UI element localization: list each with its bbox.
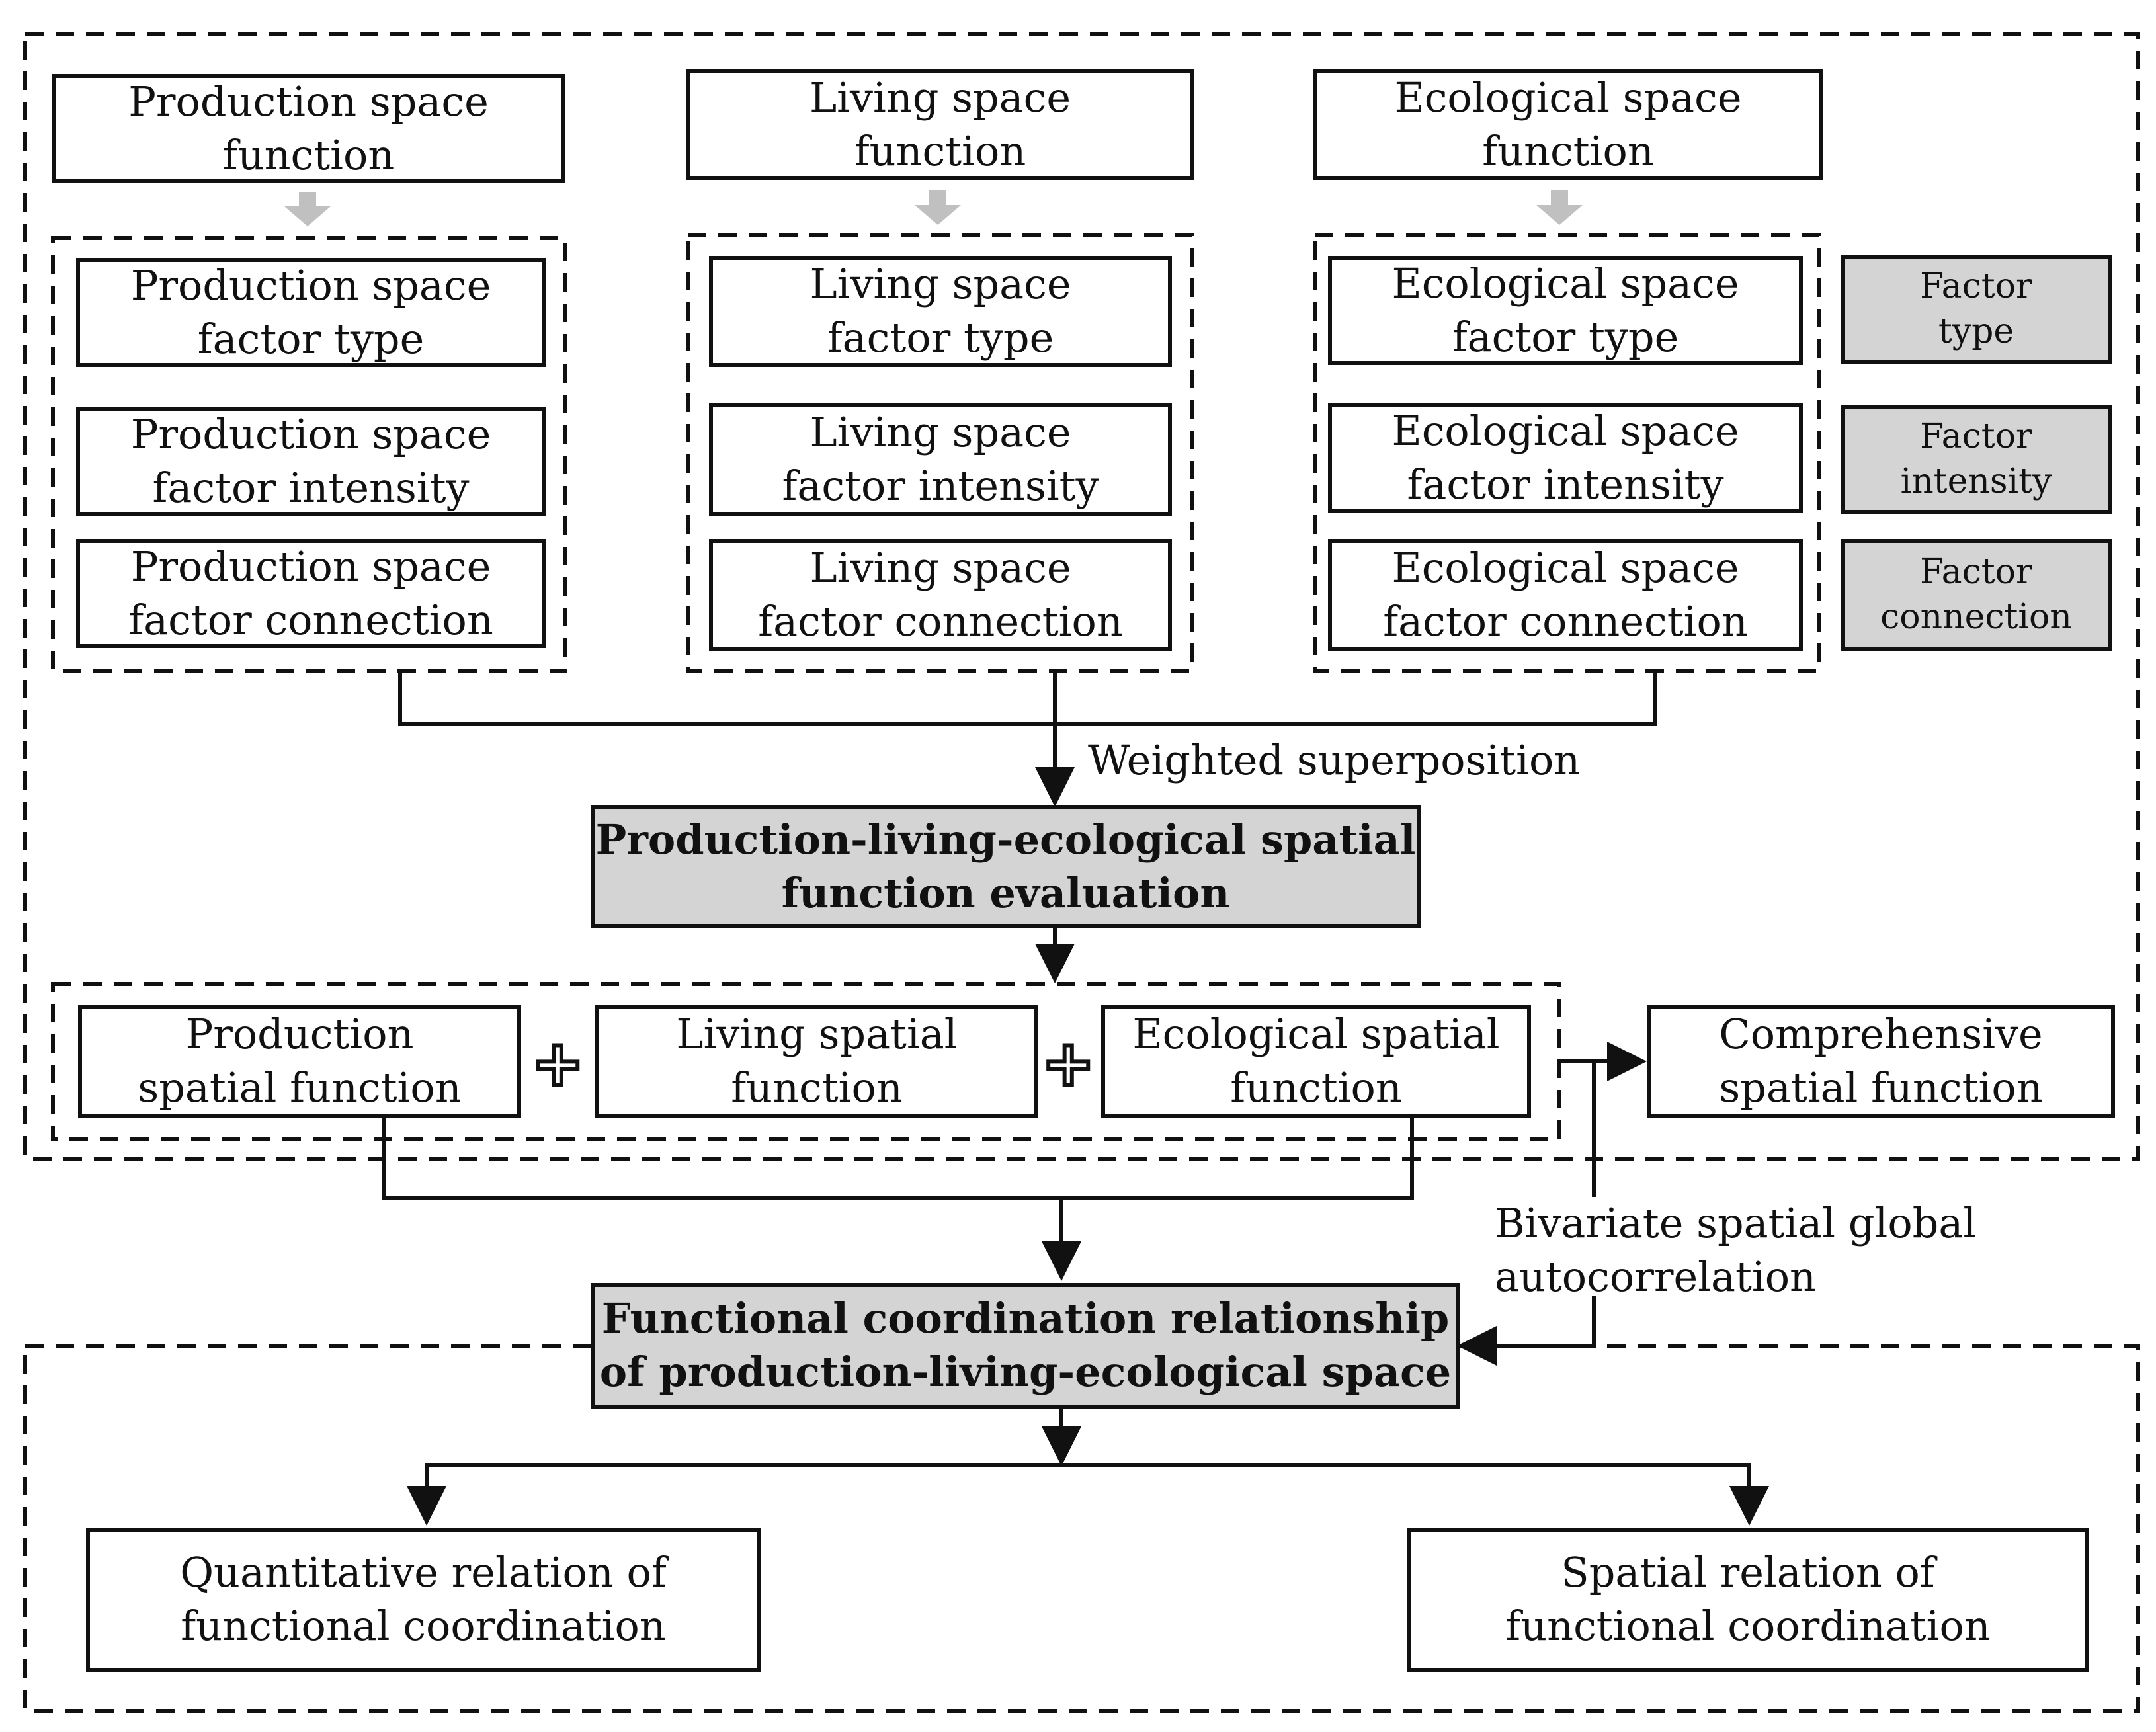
production-spatial-function-label: Production spatial function	[138, 1010, 462, 1112]
production-factor-group-frame	[51, 236, 567, 673]
output-split-right	[1061, 1463, 1769, 1526]
evaluation-box: Production-living-ecological spatial fun…	[591, 805, 1421, 928]
ecological-factor-group-frame	[1313, 233, 1821, 673]
light-arrow-production	[284, 192, 331, 226]
production-space-function-label: Production space function	[128, 77, 489, 179]
weighted-superposition-label: Weighted superposition	[1088, 736, 1581, 784]
lower-dashed-frame	[23, 1344, 2140, 1713]
living-space-function-label: Living space function	[809, 73, 1071, 175]
living-factor-intensity-box: Living space factor intensity	[709, 403, 1172, 516]
ecological-factor-intensity-box: Ecological space factor intensity	[1328, 403, 1803, 513]
ecological-spatial-function-label: Ecological spatial function	[1132, 1010, 1500, 1112]
living-factor-type-label: Living space factor type	[809, 260, 1071, 362]
living-space-function-box: Living space function	[686, 69, 1194, 180]
production-factor-type-label: Production space factor type	[130, 261, 491, 363]
quantitative-relation-box: Quantitative relation of functional coor…	[86, 1528, 761, 1672]
legend-factor-connection: Factor connection	[1841, 539, 2112, 651]
comprehensive-spatial-function-box: Comprehensive spatial function	[1647, 1005, 2115, 1118]
ecological-space-function-box: Ecological space function	[1313, 69, 1823, 180]
living-factor-connection-label: Living space factor connection	[758, 544, 1123, 645]
production-factor-intensity-label: Production space factor intensity	[130, 409, 491, 512]
comprehensive-spatial-function-label: Comprehensive spatial function	[1719, 1010, 2043, 1112]
production-space-function-box: Production space function	[52, 74, 565, 183]
bivariate-label: Bivariate spatial global autocorrelation	[1495, 1199, 1977, 1301]
living-factor-connection-box: Living space factor connection	[709, 539, 1172, 651]
legend-factor-connection-label: Factor connection	[1880, 552, 2072, 637]
plus-icon-1: +	[529, 1026, 586, 1100]
living-spatial-function-box: Living spatial function	[595, 1005, 1038, 1118]
ecological-factor-connection-box: Ecological space factor connection	[1328, 539, 1803, 651]
spatial-relation-box: Spatial relation of functional coordinat…	[1407, 1528, 2089, 1672]
legend-factor-intensity-label: Factor intensity	[1900, 416, 2052, 501]
living-factor-intensity-label: Living space factor intensity	[782, 408, 1099, 510]
bivariate-connector-lower	[1457, 1296, 1596, 1366]
production-factor-type-box: Production space factor type	[76, 258, 546, 367]
light-arrow-living	[915, 190, 961, 225]
merge-connector-top	[398, 671, 1657, 726]
evaluation-label: Production-living-ecological spatial fun…	[595, 815, 1416, 917]
legend-factor-type-label: Factor type	[1920, 266, 2032, 351]
quantitative-relation-label: Quantitative relation of functional coor…	[180, 1548, 667, 1650]
legend-factor-type: Factor type	[1841, 255, 2112, 364]
output-split-left	[407, 1463, 1061, 1526]
ecological-factor-connection-label: Ecological space factor connection	[1383, 544, 1748, 645]
ecological-factor-type-label: Ecological space factor type	[1391, 259, 1739, 361]
ecological-space-function-label: Ecological space function	[1394, 73, 1742, 175]
ecological-spatial-function-box: Ecological spatial function	[1101, 1005, 1531, 1118]
living-spatial-function-label: Living spatial function	[676, 1010, 958, 1112]
coordination-label: Functional coordination relationship of …	[599, 1294, 1452, 1396]
ecological-factor-type-box: Ecological space factor type	[1328, 256, 1803, 365]
production-factor-connection-box: Production space factor connection	[76, 539, 546, 648]
production-factor-intensity-box: Production space factor intensity	[76, 407, 546, 516]
spatial-relation-label: Spatial relation of functional coordinat…	[1505, 1548, 1991, 1650]
merge-connector-bottom	[382, 1118, 1414, 1200]
living-factor-group-frame	[686, 233, 1194, 673]
light-arrow-ecological	[1536, 190, 1583, 225]
production-spatial-function-box: Production spatial function	[78, 1005, 521, 1118]
living-factor-type-box: Living space factor type	[709, 256, 1172, 367]
plus-icon-2: +	[1040, 1026, 1097, 1100]
coordination-box: Functional coordination relationship of …	[591, 1283, 1460, 1409]
production-factor-connection-label: Production space factor connection	[128, 542, 493, 644]
ecological-factor-intensity-label: Ecological space factor intensity	[1391, 406, 1739, 509]
legend-factor-intensity: Factor intensity	[1841, 405, 2112, 514]
upper-dashed-frame	[23, 32, 2140, 1161]
